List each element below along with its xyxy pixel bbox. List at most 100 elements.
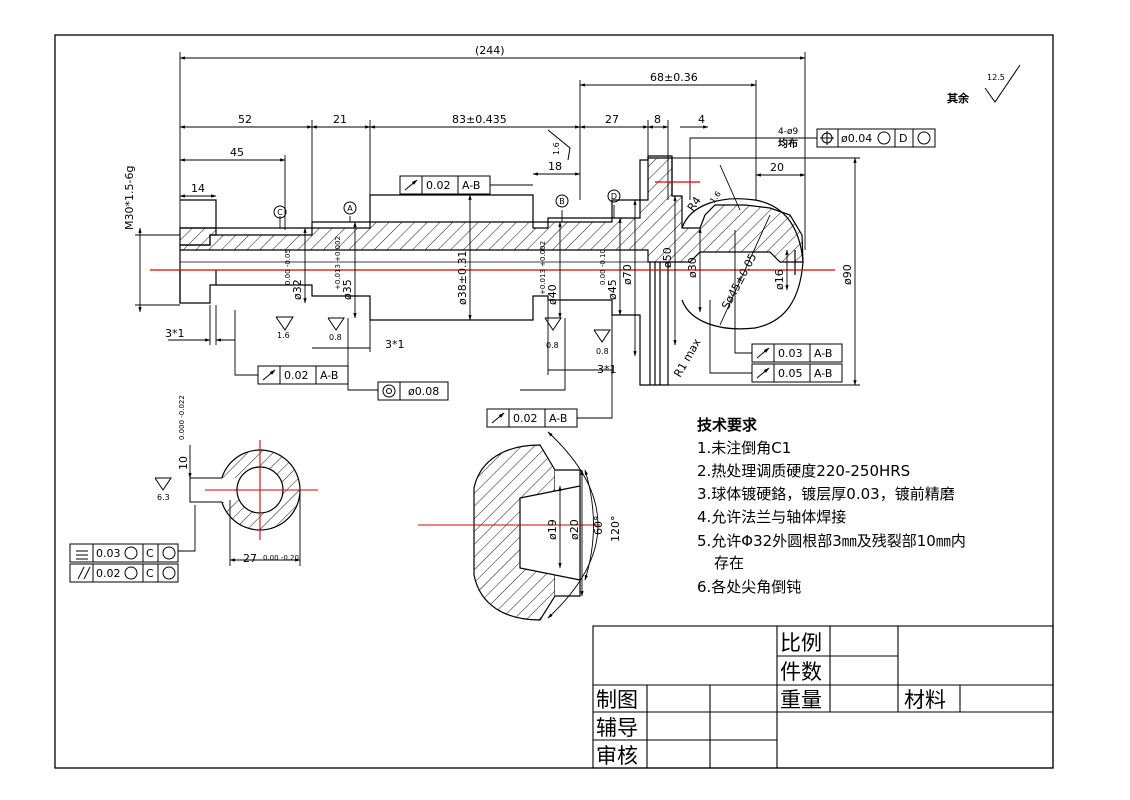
note-item: 存在 [714,554,744,572]
dim-52: 52 [238,113,252,126]
fcf-r1-value: 0.03 [778,347,803,360]
fcf-top-value: 0.02 [426,179,451,192]
note-item: 1.未注倒角C1 [697,439,791,457]
fcf-left-value: 0.02 [284,369,309,382]
dim-4: 4 [698,113,705,126]
note-item: 6.各处尖角倒钝 [697,578,801,596]
datum-b: B [559,197,565,206]
notes-title: 技术要求 [697,416,758,434]
dim-phi38: ø38±0.31 [456,251,469,305]
tb-weight: 重量 [780,688,822,712]
dim-chamfer-c: 3*1 [597,363,617,376]
roughness-r08-c: 0.8 [596,347,609,356]
dim-18: 18 [548,160,562,173]
dim-phi30: ø30 [686,257,699,278]
dim-phi20: ø20 [568,519,581,540]
roughness-general-label: 其余 [947,91,970,105]
roughness-r16-b: 1.6 [552,142,561,155]
dim-phi50: ø50 [661,247,674,268]
roughness-r63: 6.3 [157,493,170,502]
dim-phi35-tol: +0.013 +0.002 [334,236,342,290]
datum-c: C [277,208,283,217]
dim-phi32-tol: 0.00 -0.05 [284,249,292,285]
tb-scale: 比例 [780,631,822,655]
dim-60deg: 60° [592,516,605,536]
dim-thread: M30*1.5-6g [123,166,136,230]
technical-notes: 技术要求 1.未注倒角C1 2.热处理调质硬度220-250HRS 3.球体镀硬… [697,416,966,596]
fcf-top-ref: A-B [462,179,480,192]
sphere-section [418,431,600,621]
datum-a: A [347,204,353,213]
note-item: 2.热处理调质硬度220-250HRS [697,462,910,480]
keyway-section [178,440,318,566]
note-item: 4.允许法兰与轴体焊接 [697,508,846,526]
drawing-frame [54,34,1054,769]
roughness-r08-a: 0.8 [329,333,342,342]
roughness-texts: 12.5 其余 1.6 1.6 0.8 0.8 0.8 6.3 [157,73,1005,502]
datum-d: D [611,192,617,201]
dim-sphere: Sø45±0.05 [719,251,759,311]
shaft-main-view [179,155,804,386]
fcf-texts: 0.02 A-B 0.02 A-B ø0.08 0.02 A-B ø0.04 D… [96,132,907,580]
dim-phi16: ø16 [773,269,786,290]
dim-key-width: 27 [243,552,257,565]
dim-20: 20 [770,161,784,174]
title-block [592,625,1054,769]
dim-phi45: ø45 [606,279,619,300]
dim-key-depth: 10 [177,456,190,470]
roughness-r08-b: 0.8 [546,341,559,350]
dim-phi70: ø70 [621,264,634,285]
note-item: 5.允许Φ32外圆根部3㎜及残裂部10㎜内 [697,532,966,550]
fcf-mid-value: 0.02 [513,412,538,425]
fcf-position-ref: D [899,132,907,145]
datum-texts: C A B D [277,192,617,217]
dim-overall: (244) [475,44,505,57]
tb-review: 审核 [596,744,638,768]
title-block-texts: 比例 件数 重量 材料 制图 辅导 审核 [596,631,946,768]
fcf-r1-ref: A-B [814,347,832,360]
dim-45: 45 [230,146,244,159]
fcf-symbols [76,131,931,580]
fcf-par-value: 0.02 [96,567,121,580]
dim-chamfer-b: 3*1 [385,338,405,351]
dim-27: 27 [605,113,619,126]
dim-phi90: ø90 [841,264,854,285]
tb-drawn: 制图 [596,688,638,712]
hole-note: 4-ø9 [778,127,798,137]
fcf-sym-value: 0.03 [96,547,121,560]
roughness-symbols [154,64,1021,491]
dim-phi45-tol: 0.00 -0.10 [599,249,607,285]
dim-chamfer-a: 3*1 [165,327,185,340]
dim-r4: R4 [685,194,704,213]
fcf-r2-ref: A-B [814,367,832,380]
fcf-concentric-value: ø0.08 [408,385,439,398]
dim-68: 68±0.36 [650,71,698,84]
dim-83: 83±0.435 [452,113,507,126]
dim-key-width-tol: 0.00 -0.20 [263,554,299,562]
dim-phi19: ø19 [546,519,559,540]
fcf-sym-ref: C [146,547,154,560]
tb-assist: 辅导 [596,716,638,740]
top-dimension-lines [135,52,860,419]
dim-phi40-tol: +0.013 +0.002 [539,241,547,295]
fcf-left-ref: A-B [320,369,338,382]
dim-phi32: ø32 [291,279,304,300]
fcf-mid-ref: A-B [549,412,567,425]
fcf-position-value: ø0.04 [841,132,872,145]
dimension-texts: (244) 52 21 83±0.435 27 8 4 45 14 68±0.3… [123,44,854,565]
dim-120deg: 120° [609,516,622,543]
dim-phi35: ø35 [341,279,354,300]
fcf-par-ref: C [146,567,154,580]
hole-note-2: 均布 [778,137,798,150]
dim-21: 21 [333,113,347,126]
dim-r1max: R1 max [671,336,704,379]
dim-phi40: ø40 [546,284,559,305]
fcf-r2-value: 0.05 [778,367,803,380]
tb-material: 材料 [904,688,946,712]
roughness-general-value: 12.5 [987,73,1005,82]
tb-count: 件数 [780,660,822,684]
fcf-boxes [69,128,936,583]
dim-8: 8 [654,113,661,126]
dim-key-depth-tol: 0.000 -0.022 [178,395,186,440]
